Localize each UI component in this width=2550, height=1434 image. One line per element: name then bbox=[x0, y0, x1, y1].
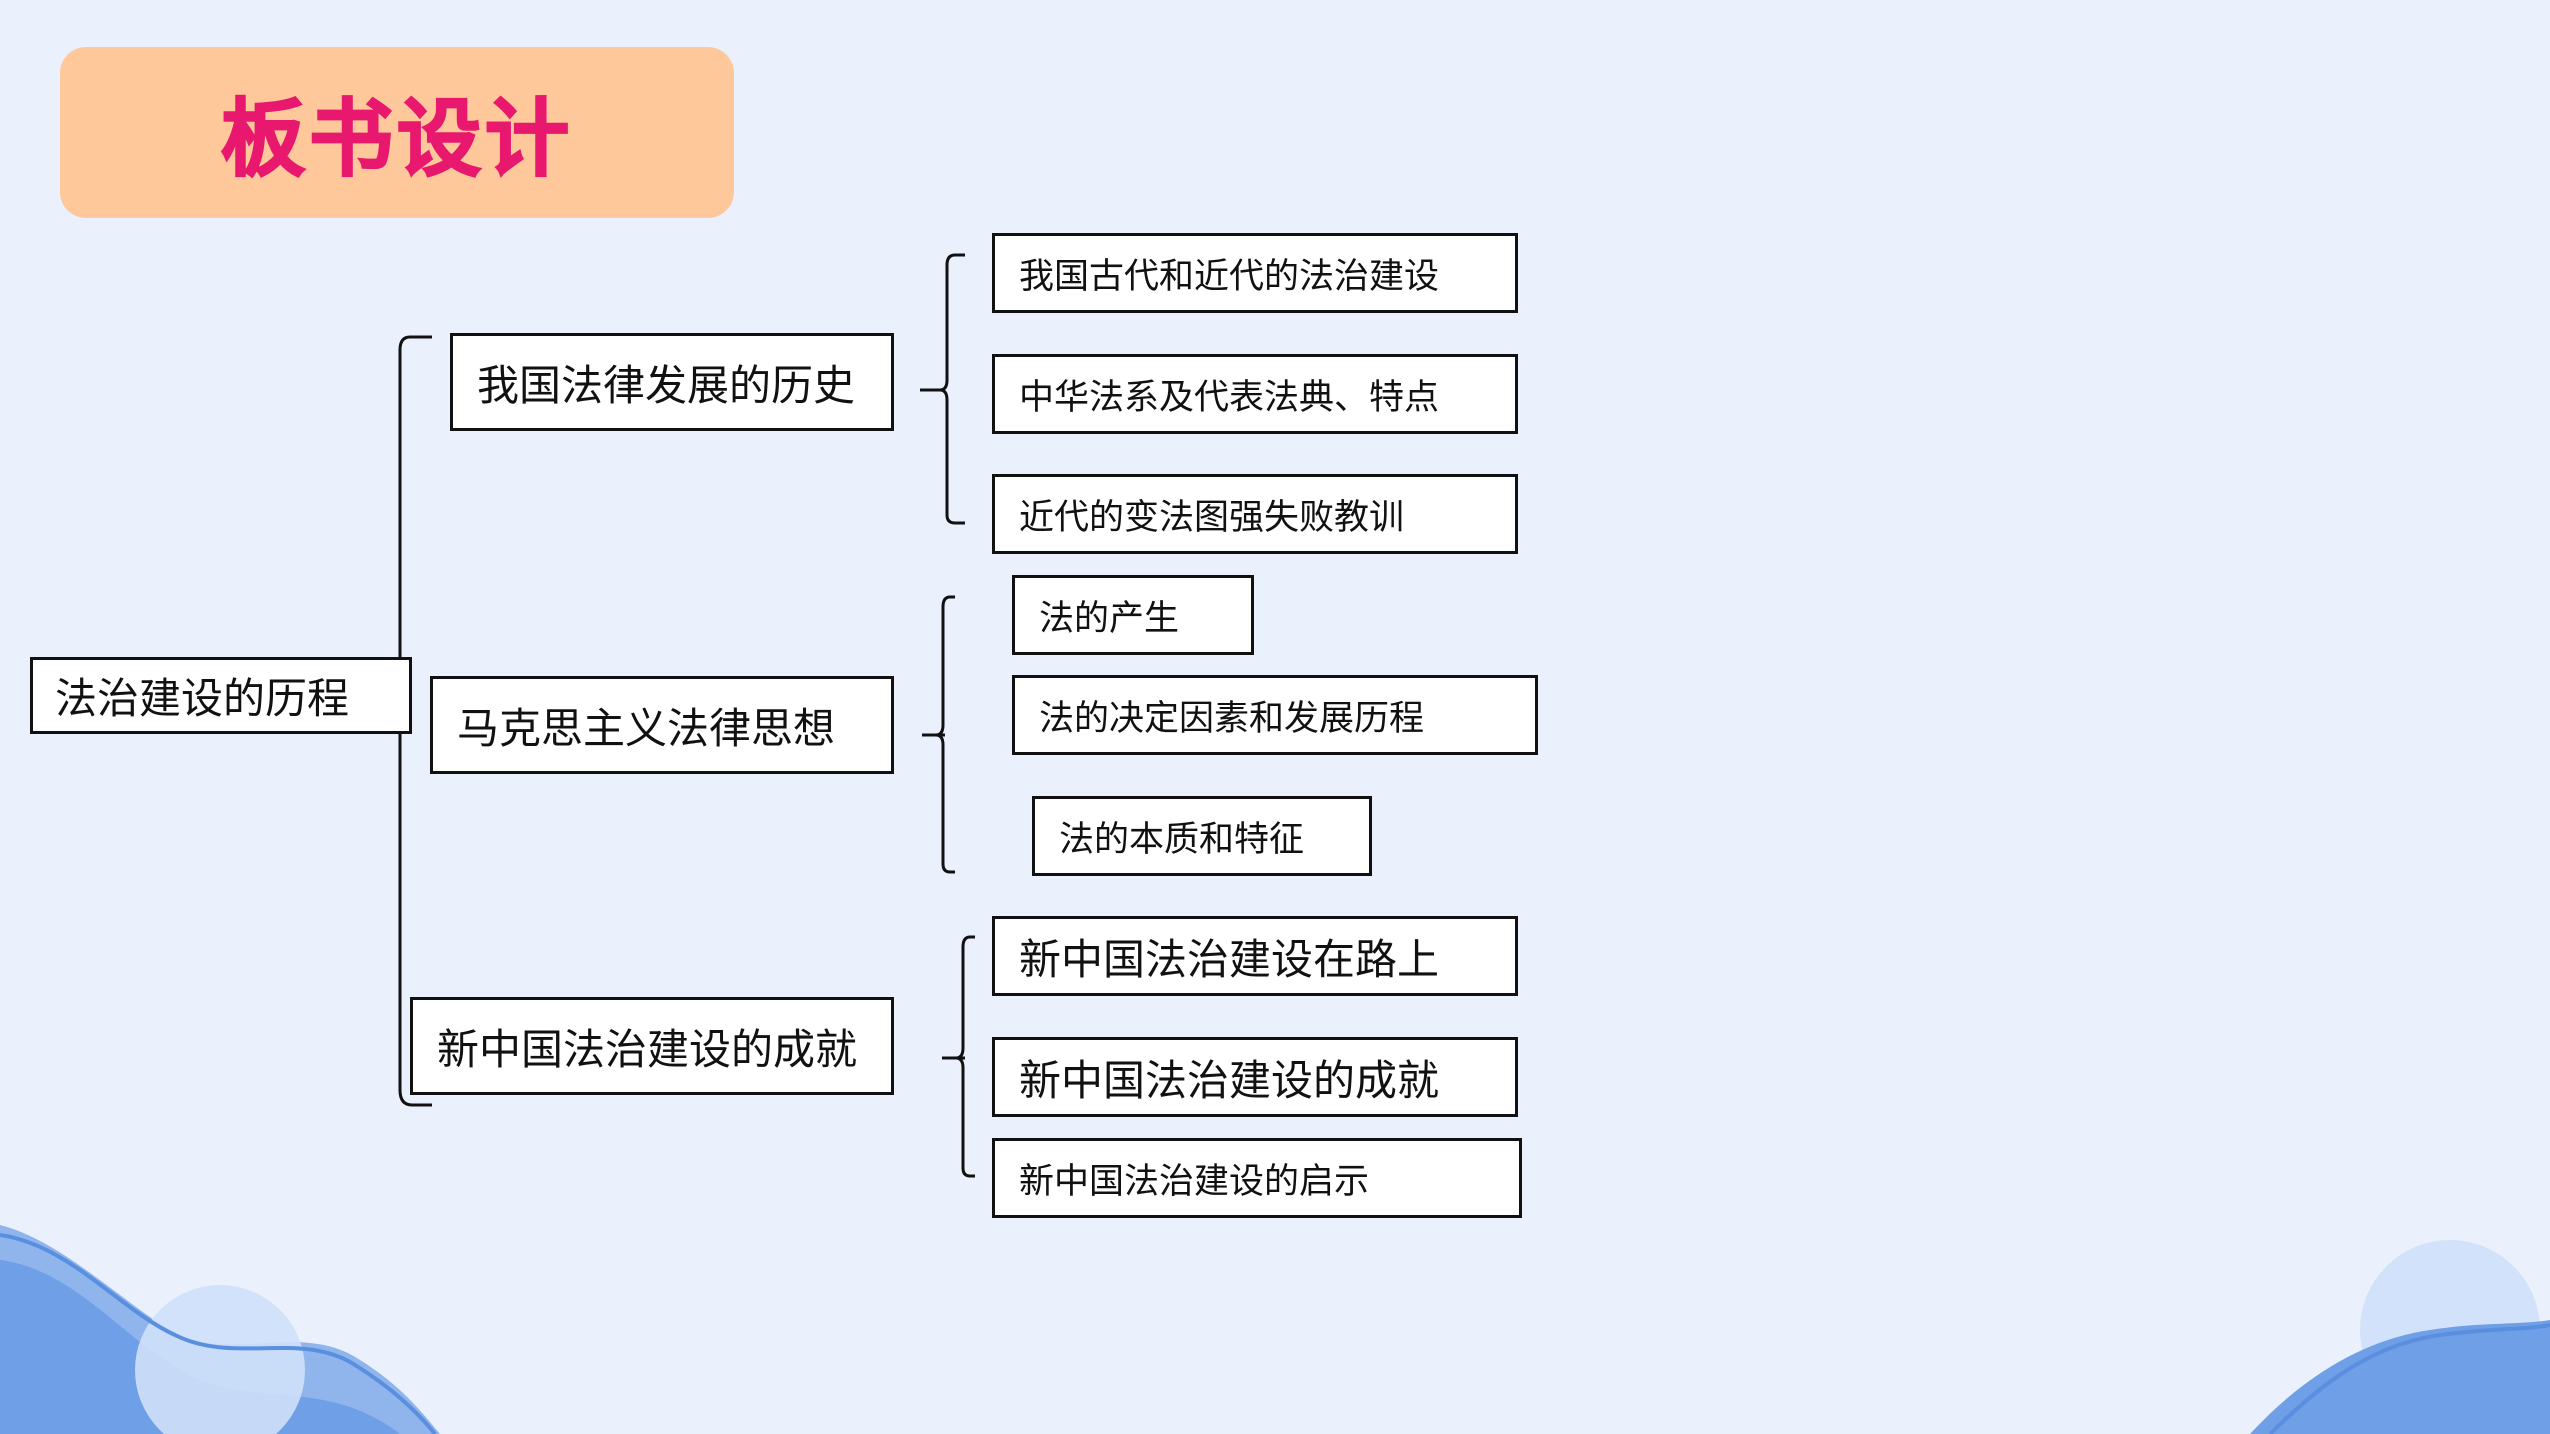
root-node: 法治建设的历程 bbox=[30, 657, 412, 734]
leaf-node: 法的决定因素和发展历程 bbox=[1012, 675, 1538, 755]
leaf-label: 近代的变法图强失败教训 bbox=[1019, 497, 1405, 538]
root-label: 法治建设的历程 bbox=[55, 674, 350, 723]
leaf-label: 法的本质和特征 bbox=[1059, 819, 1305, 860]
leaf-node: 中华法系及代表法典、特点 bbox=[992, 354, 1518, 434]
branch-node-2: 马克思主义法律思想 bbox=[430, 676, 894, 774]
leaf-label: 新中国法治建设在路上 bbox=[1019, 934, 1440, 984]
leaf-node: 新中国法治建设在路上 bbox=[992, 916, 1518, 996]
leaf-node: 新中国法治建设的启示 bbox=[992, 1138, 1522, 1218]
leaf-label: 新中国法治建设的启示 bbox=[1019, 1161, 1370, 1202]
leaf-node: 法的本质和特征 bbox=[1032, 796, 1372, 876]
leaf-node: 新中国法治建设的成就 bbox=[992, 1037, 1518, 1117]
leaf-node: 法的产生 bbox=[1012, 575, 1254, 655]
branch-label: 我国法律发展的历史 bbox=[477, 360, 856, 410]
leaf-label: 中华法系及代表法典、特点 bbox=[1019, 377, 1440, 418]
leaf-label: 新中国法治建设的成就 bbox=[1019, 1055, 1440, 1105]
title-panel: 板书设计 bbox=[60, 47, 734, 218]
leaf-label: 法的决定因素和发展历程 bbox=[1039, 698, 1425, 739]
leaf-node: 我国古代和近代的法治建设 bbox=[992, 233, 1518, 313]
leaf-label: 法的产生 bbox=[1039, 598, 1180, 639]
branch-node-3: 新中国法治建设的成就 bbox=[410, 997, 894, 1095]
branch-node-1: 我国法律发展的历史 bbox=[450, 333, 894, 431]
branch-label: 马克思主义法律思想 bbox=[457, 703, 836, 753]
leaf-node: 近代的变法图强失败教训 bbox=[992, 474, 1518, 554]
branch-label: 新中国法治建设的成就 bbox=[437, 1024, 858, 1074]
slide-title: 板书设计 bbox=[220, 89, 573, 189]
leaf-label: 我国古代和近代的法治建设 bbox=[1019, 256, 1440, 297]
